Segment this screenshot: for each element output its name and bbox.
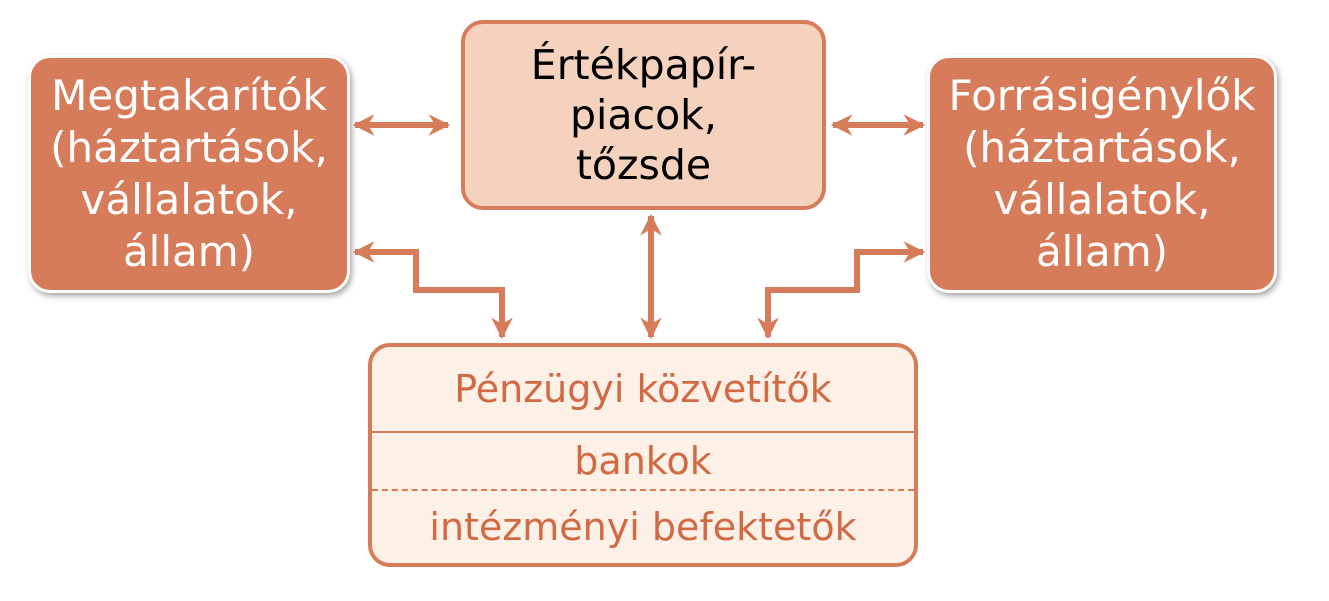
- arrow-demanders-intermediaries: [757, 241, 926, 340]
- market-line-1: Értékpapír-: [530, 41, 757, 89]
- demanders-line-3: vállalatok,: [993, 175, 1211, 224]
- demanders-line-2: (háztartások,: [963, 123, 1241, 172]
- securities-market-box: Értékpapír- piacok, tőzsde: [461, 20, 826, 210]
- fund-demanders-box: Forrásigénylők (háztartások, vállalatok,…: [927, 55, 1277, 293]
- savers-line-4: állam): [122, 227, 256, 276]
- intermediaries-title: Pénzügyi közvetítők: [454, 367, 832, 411]
- demanders-line-4: állam): [1035, 227, 1169, 276]
- savers-line-2: (háztartások,: [50, 123, 328, 172]
- savers-box: Megtakarítók (háztartások, vállalatok, á…: [28, 55, 350, 293]
- market-line-2: piacok,: [570, 91, 717, 139]
- savers-line-3: vállalatok,: [80, 175, 298, 224]
- banks-label: bankok: [574, 439, 712, 483]
- arrow-savers-intermediaries: [352, 241, 513, 340]
- institutional-investors-label: intézményi befektetők: [429, 505, 857, 549]
- institutional-investors-section: intézményi befektetők: [372, 491, 914, 563]
- savers-line-1: Megtakarítók: [51, 71, 327, 120]
- banks-section: bankok: [372, 433, 914, 491]
- demanders-line-1: Forrásigénylők: [948, 71, 1256, 120]
- intermediaries-title-section: Pénzügyi közvetítők: [372, 347, 914, 433]
- market-line-3: tőzsde: [575, 141, 712, 189]
- financial-intermediaries-box: Pénzügyi közvetítők bankok intézményi be…: [368, 343, 918, 567]
